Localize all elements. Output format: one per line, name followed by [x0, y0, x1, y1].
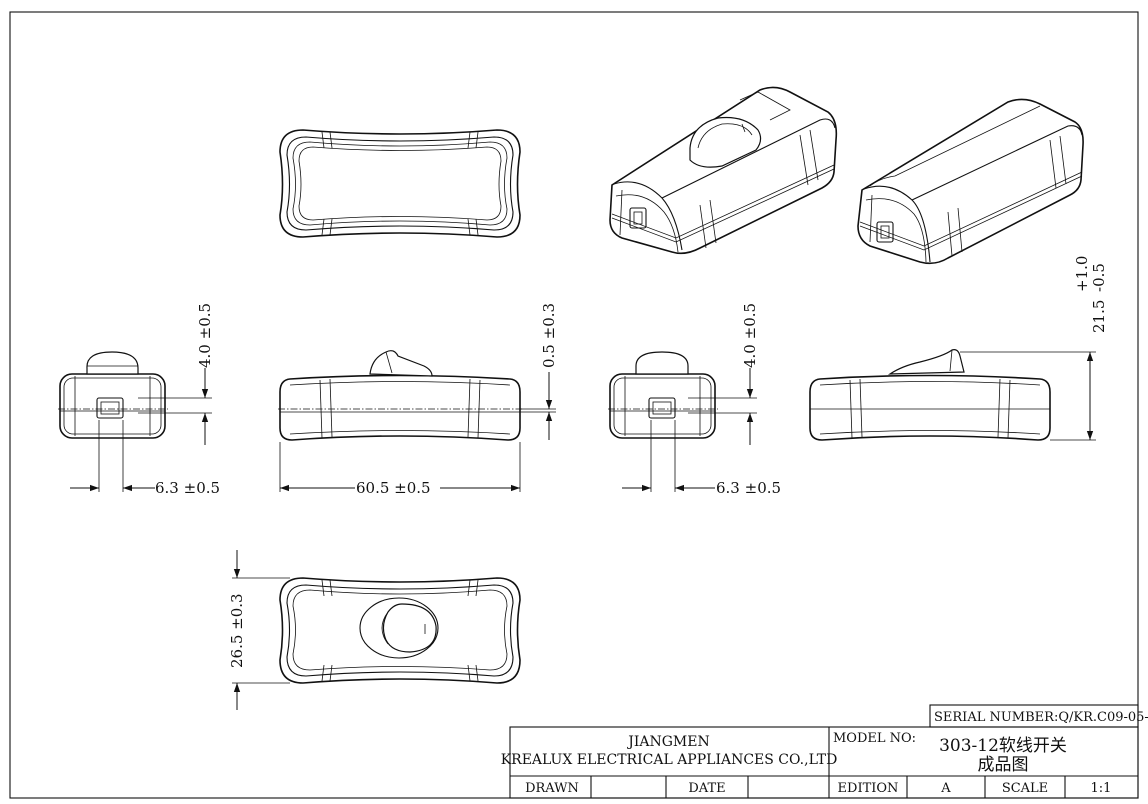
isometric-view-1 [609, 86, 838, 255]
scale-label: SCALE [1002, 781, 1048, 796]
company-line-2: KREALUX ELECTRICAL APPLIANCES CO.,LTD [501, 752, 838, 768]
dim-top-height-right: 4.0 ±0.5 [741, 303, 759, 368]
serial-number: SERIAL NUMBER:Q/KR.C09-05-186 [934, 710, 1148, 725]
title-block: SERIAL NUMBER:Q/KR.C09-05-186 JIANGMEN K… [501, 704, 1148, 799]
edition-value: A [940, 781, 951, 796]
dim-knob-offset: 0.5 ±0.3 [540, 303, 558, 368]
edition-label: EDITION [838, 781, 899, 796]
drawn-label: DRAWN [525, 781, 579, 796]
dim-tol-minus: -0.5 [1090, 263, 1108, 292]
model-label: MODEL NO: [833, 731, 916, 746]
dim-tol-plus: +1.0 [1073, 256, 1091, 292]
end-view-left: 6.3 ±0.5 4.0 ±0.5 [58, 303, 220, 497]
dim-depth: 26.5 ±0.3 [228, 593, 246, 668]
model-value: 303-12软线开关 [939, 736, 1067, 756]
model-subtitle: 成品图 [978, 755, 1029, 775]
dim-top-height-left: 4.0 ±0.5 [196, 303, 214, 368]
bottom-view: 26.5 ±0.3 [228, 550, 521, 710]
dim-width-left: 6.3 ±0.5 [155, 479, 220, 497]
top-view [279, 129, 521, 238]
side-view-right: 21.5 +1.0 -0.5 [809, 256, 1108, 441]
dim-width-right: 6.3 ±0.5 [716, 479, 781, 497]
dim-length: 60.5 ±0.5 [356, 479, 431, 497]
end-view-right: 6.3 ±0.5 4.0 ±0.5 [608, 303, 781, 497]
scale-value: 1:1 [1091, 781, 1112, 796]
side-view-left: 60.5 ±0.5 0.5 ±0.3 [278, 303, 558, 497]
company-line-1: JIANGMEN [626, 734, 710, 750]
drawing-border [9, 11, 1139, 799]
dim-height-total: 21.5 [1090, 300, 1108, 333]
date-label: DATE [688, 781, 725, 796]
isometric-view-2 [857, 98, 1084, 265]
